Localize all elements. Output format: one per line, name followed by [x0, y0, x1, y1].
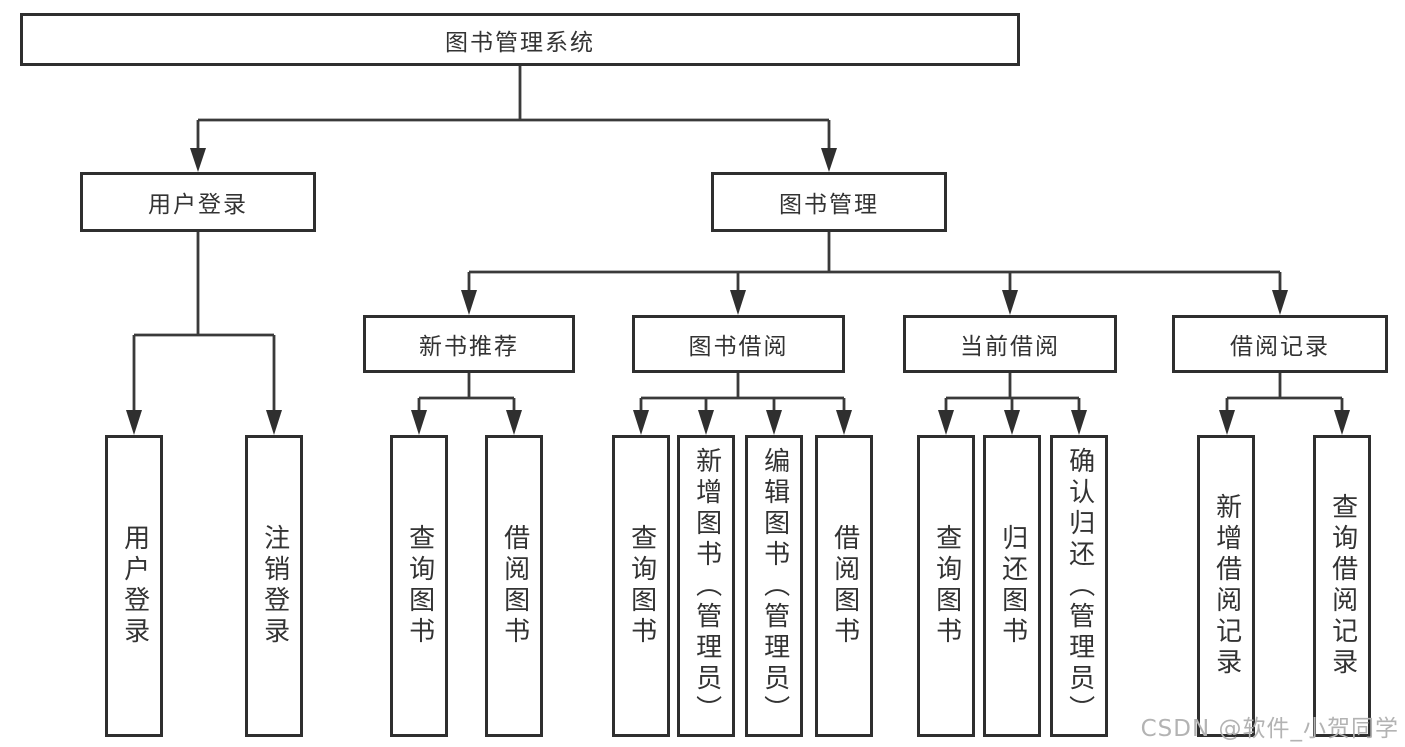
- leaf-add-books-admin: 新增图书（管理员）: [677, 435, 735, 737]
- node-label: 借阅图书: [829, 524, 860, 648]
- node-current-borrowing: 当前借阅: [903, 315, 1117, 373]
- node-book-management: 图书管理: [711, 172, 947, 232]
- node-label: 图书管理系统: [445, 29, 595, 56]
- node-label: 借阅图书: [499, 524, 530, 648]
- node-book-borrowing: 图书借阅: [632, 315, 845, 373]
- leaf-query-books-current: 查询图书: [917, 435, 975, 737]
- node-label: 查询图书: [931, 524, 962, 648]
- leaf-return-books: 归还图书: [983, 435, 1041, 737]
- node-label: 当前借阅: [960, 334, 1060, 360]
- leaf-add-borrow-record: 新增借阅记录: [1197, 435, 1255, 737]
- node-library-management-system: 图书管理系统: [20, 13, 1020, 66]
- node-label: 用户登录: [148, 192, 248, 218]
- leaf-borrow-books-recommend: 借阅图书: [485, 435, 543, 737]
- leaf-confirm-return-admin: 确认归还（管理员）: [1050, 435, 1108, 737]
- node-label: 编辑图书（管理员）: [759, 446, 790, 726]
- node-label: 图书借阅: [688, 334, 789, 360]
- leaf-logout: 注销登录: [245, 435, 303, 737]
- leaf-user-login: 用户登录: [105, 435, 163, 737]
- node-label: 图书管理: [779, 192, 879, 218]
- node-label: 确认归还（管理员）: [1064, 446, 1095, 726]
- node-label: 查询图书: [626, 524, 657, 648]
- node-label: 查询借阅记录: [1327, 493, 1358, 679]
- node-label: 注销登录: [259, 524, 290, 648]
- leaf-query-books-borrowing: 查询图书: [612, 435, 670, 737]
- leaf-edit-books-admin: 编辑图书（管理员）: [745, 435, 803, 737]
- node-label: 新书推荐: [419, 334, 519, 360]
- leaf-query-borrow-record: 查询借阅记录: [1313, 435, 1371, 737]
- node-user-login: 用户登录: [80, 172, 316, 232]
- node-new-book-recommend: 新书推荐: [363, 315, 575, 373]
- node-borrowing-records: 借阅记录: [1172, 315, 1388, 373]
- node-label: 新增借阅记录: [1211, 493, 1242, 679]
- node-label: 借阅记录: [1230, 334, 1330, 360]
- node-label: 归还图书: [997, 524, 1028, 648]
- leaf-query-books-recommend: 查询图书: [390, 435, 448, 737]
- node-label: 新增图书（管理员）: [691, 446, 722, 726]
- node-label: 用户登录: [119, 524, 150, 648]
- node-label: 查询图书: [404, 524, 435, 648]
- leaf-borrow-books-borrowing: 借阅图书: [815, 435, 873, 737]
